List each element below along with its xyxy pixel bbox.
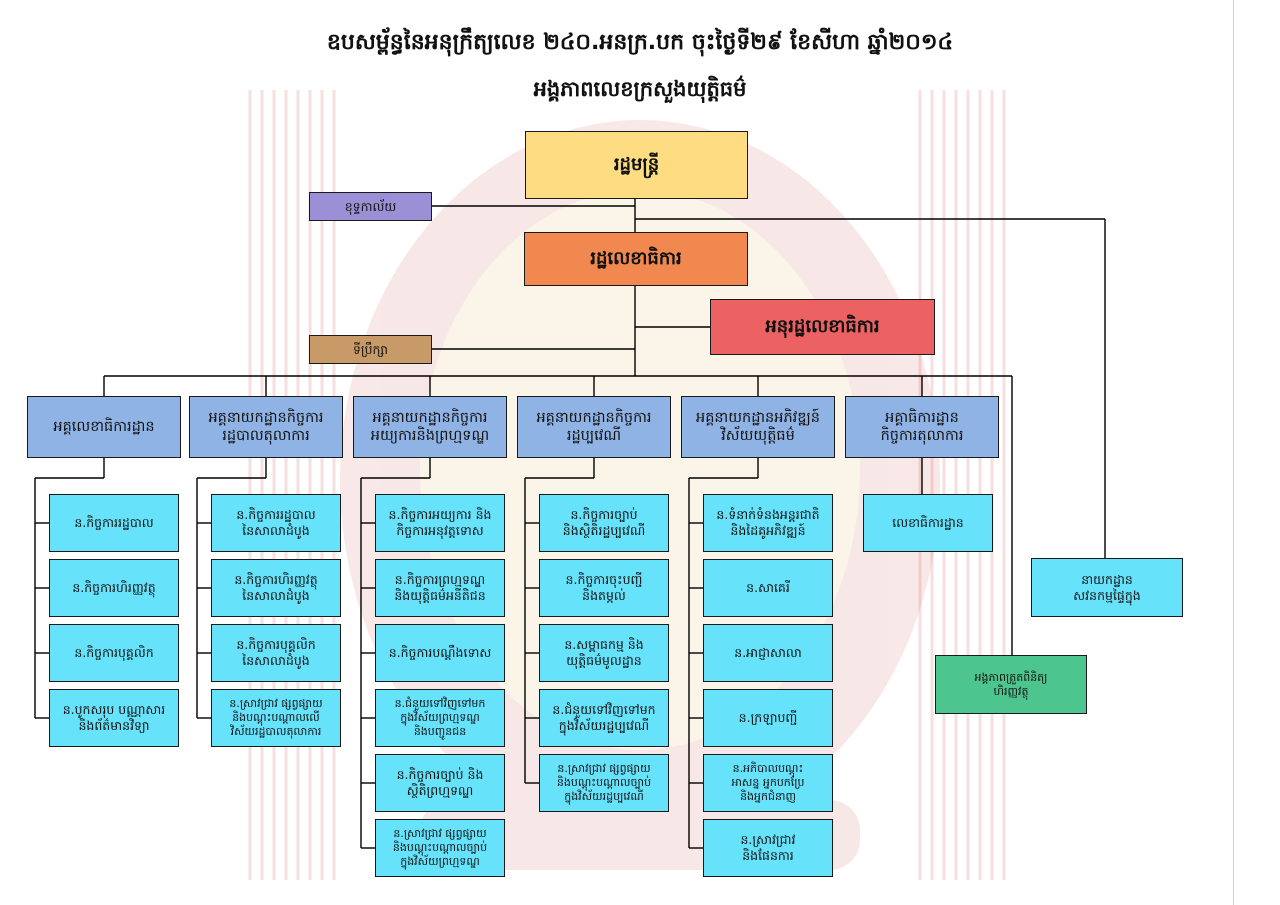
under-secretary-of-state-box: អនុរដ្ឋលេខាធិការ (710, 299, 935, 355)
office-secretariat-general-2: ន.កិច្ចការហិរញ្ញវត្ថុ (49, 559, 179, 617)
office-prosecution-criminal-1: ន.កិច្ចការអយ្យការ និង កិច្ចការអនុវត្តទោស (375, 494, 505, 552)
office-justice-development-6: ន.ស្រាវជ្រាវ និងផែនការ (703, 819, 833, 877)
office-secretariat-general-1: ន.កិច្ចការរដ្ឋបាល (49, 494, 179, 552)
department-prosecution-criminal: អគ្គនាយកដ្ឋានកិច្ចការ អយ្យការនិងព្រហ្មទណ… (353, 396, 507, 458)
office-court-admin-4: ន.ស្រាវជ្រាវ ផ្សព្វផ្សាយ និងបណ្តុះបណ្តាល… (211, 689, 341, 747)
department-court-admin: អគ្គនាយកដ្ឋានកិច្ចការ រដ្ឋបាលតុលាការ (189, 396, 343, 458)
office-court-admin-1: ន.កិច្ចការរដ្ឋបាល នៃសាលាដំបូង (211, 494, 341, 552)
cabinet-box: ខុទ្ទកាល័យ (309, 192, 432, 221)
department-secretariat-general: អគ្គលេខាធិការដ្ឋាន (27, 396, 181, 458)
office-court-admin-2: ន.កិច្ចការហិរញ្ញវត្ថុ នៃសាលាដំបូង (211, 559, 341, 617)
office-justice-development-1: ន.ទំនាក់ទំនងអន្តរជាតិ និងដៃគូអភិវឌ្ឍន៍ (703, 494, 833, 552)
office-court-inspectorate-1: លេខាធិការដ្ឋាន (863, 494, 993, 552)
office-civil-affairs-3: ន.សម្ពាធកម្ម និង យុត្តិធម៌មូលដ្ឋាន (539, 624, 669, 682)
minister-box: រដ្ឋមន្ត្រី (525, 131, 748, 199)
office-justice-development-5: ន.អភិបាលបណ្តុះ អាសន្ន អ្នកបកប្រែ និងអ្នក… (703, 754, 833, 812)
office-prosecution-criminal-6: ន.ស្រាវជ្រាវ ផ្សព្វផ្សាយ និងបណ្តុះបណ្តាល… (375, 819, 505, 877)
office-civil-affairs-2: ន.កិច្ចការចុះបញ្ជី និងតម្កល់ (539, 559, 669, 617)
diagram-frame (1233, 0, 1234, 905)
department-court-inspectorate: អគ្គាធិការដ្ឋាន កិច្ចការតុលាការ (845, 396, 999, 458)
document-title: ឧបសម្ព័ន្ធនៃអនុក្រឹត្យលេខ ២៤០.អនក្រ.បក ច… (326, 30, 954, 55)
office-prosecution-criminal-5: ន.កិច្ចការច្បាប់ និង ស្ថិតិព្រហ្មទណ្ឌ (375, 754, 505, 812)
office-prosecution-criminal-3: ន.កិច្ចការបណ្តឹងទោស (375, 624, 505, 682)
office-secretariat-general-4: ន.បូកសរុប បណ្ណាសារ និងព័ត៌មានវិទ្យា (49, 689, 179, 747)
department-justice-development: អគ្គនាយកដ្ឋានអភិវឌ្ឍន៍ វិស័យយុត្តិធម៌ (681, 396, 835, 458)
department-civil-affairs: អគ្គនាយកដ្ឋានកិច្ចការ រដ្ឋប្បវេណី (517, 396, 671, 458)
office-justice-development-3: ន.អាជ្ញាសាលា (703, 624, 833, 682)
office-prosecution-criminal-2: ន.កិច្ចការព្រហ្មទណ្ឌ និងយុត្តិធម៌អនីតិជន (375, 559, 505, 617)
office-justice-development-4: ន.ក្រឡាបញ្ជី (703, 689, 833, 747)
office-civil-affairs-4: ន.ជំនួយទៅវិញទៅមក ក្នុងវិស័យរដ្ឋប្បវេណី (539, 689, 669, 747)
office-civil-affairs-5: ន.ស្រាវជ្រាវ ផ្សព្វផ្សាយ និងបណ្តុះបណ្តាល… (539, 754, 669, 812)
financial-inspection-unit-box: អង្គភាពត្រួតពិនិត្យ ហិរញ្ញវត្ថុ (935, 655, 1087, 714)
office-prosecution-criminal-4: ន.ជំនួយទៅវិញទៅមក ក្នុងវិស័យព្រហ្មទណ្ឌ និ… (375, 689, 505, 747)
organization-title: អង្គភាពលេខក្រសួងយុត្តិធម៌ (533, 77, 747, 101)
office-civil-affairs-1: ន.កិច្ចការច្បាប់ និងស្ថិតិរដ្ឋប្បវេណី (539, 494, 669, 552)
office-secretariat-general-3: ន.កិច្ចការបុគ្គលិក (49, 624, 179, 682)
office-court-admin-3: ន.កិច្ចការបុគ្គលិក នៃសាលាដំបូង (211, 624, 341, 682)
office-justice-development-2: ន.សាគេរី (703, 559, 833, 617)
advisor-box: ទីប្រឹក្សា (309, 335, 432, 364)
secretary-of-state-box: រដ្ឋលេខាធិការ (524, 232, 748, 286)
internal-audit-department-box: នាយកដ្ឋាន សវនកម្មផ្ទៃក្នុង (1031, 558, 1183, 617)
